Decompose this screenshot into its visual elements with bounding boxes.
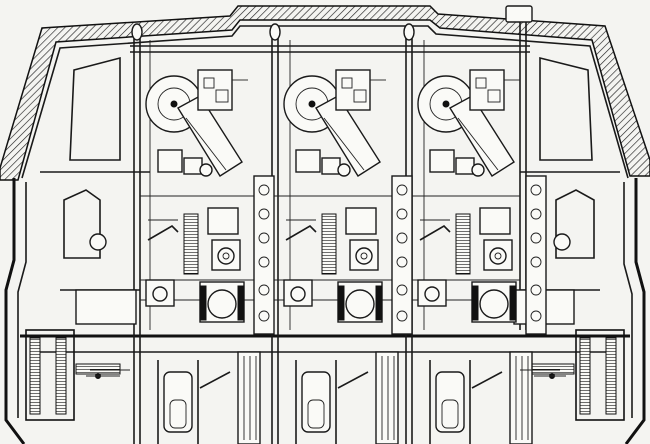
right-upper-window bbox=[539, 56, 593, 161]
right-wheel bbox=[553, 233, 571, 251]
cross-rods bbox=[86, 369, 566, 379]
left-lower-window bbox=[63, 189, 101, 259]
right-side-wall bbox=[624, 178, 646, 444]
left-side-wall-inner bbox=[17, 182, 27, 418]
left-upper-window bbox=[69, 56, 121, 161]
roof-hatched-band bbox=[0, 5, 650, 181]
mechanism-unit-template bbox=[145, 69, 275, 444]
inner-roof-line bbox=[21, 25, 629, 179]
outer-casing bbox=[0, 5, 650, 444]
left-wheel bbox=[89, 233, 107, 251]
right-side-wall-inner bbox=[623, 182, 633, 418]
frame-bars bbox=[40, 45, 620, 301]
mechanism-unit-center bbox=[283, 69, 413, 444]
left-base-block bbox=[25, 289, 137, 421]
side-panels bbox=[63, 56, 595, 259]
left-side-wall bbox=[4, 178, 26, 444]
right-lower-window bbox=[555, 189, 595, 259]
